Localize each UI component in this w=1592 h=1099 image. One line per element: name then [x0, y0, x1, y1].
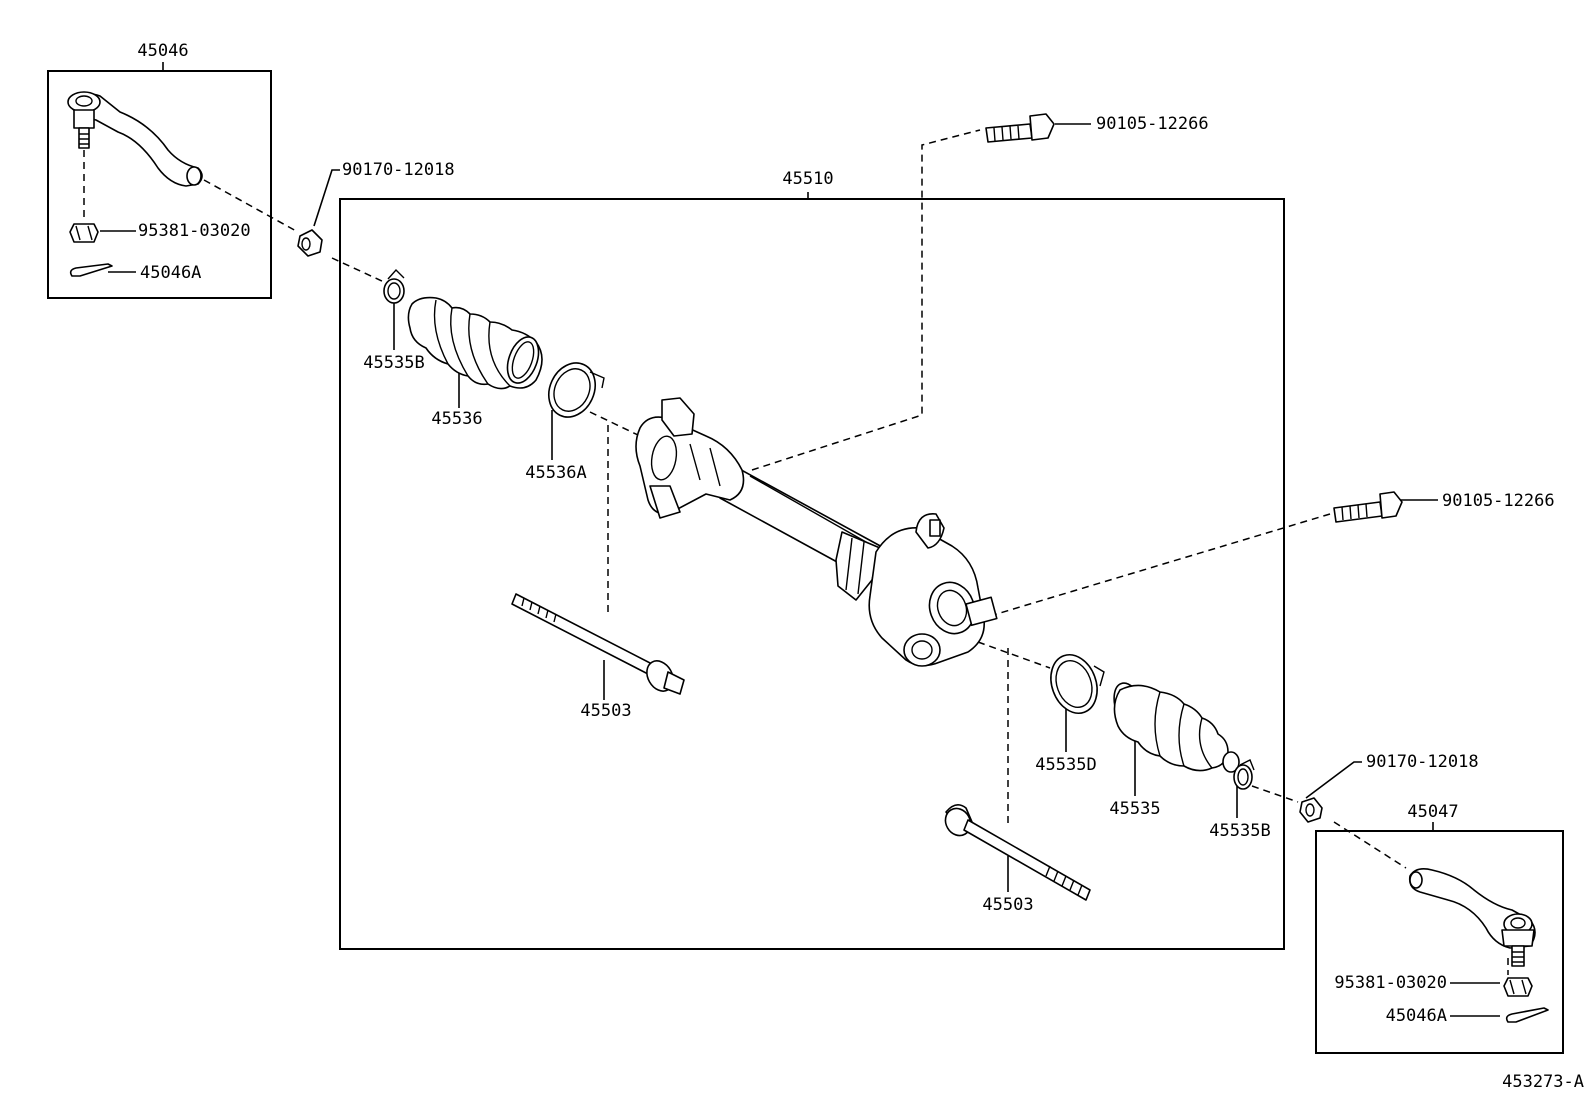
label-rack-end-left: 45503: [580, 701, 631, 721]
assembly-lines: [83, 129, 1509, 975]
leader-lines: [100, 62, 1500, 1017]
label-nut-right: 95381-03020: [1334, 973, 1447, 993]
clip-right: [1233, 759, 1255, 790]
label-lock-nut-left: 90170-12018: [342, 160, 455, 180]
label-tie-rod-end-right: 45047: [1407, 802, 1458, 822]
label-bolt-top: 90105-12266: [1096, 114, 1209, 134]
label-cotter-pin-left: 45046A: [140, 263, 201, 283]
lock-nut-left: [297, 229, 323, 257]
label-cotter-pin-right: 45046A: [1386, 1006, 1447, 1026]
figure-id: 453273-A: [1502, 1072, 1584, 1092]
rack-end-right: [944, 804, 1091, 901]
label-lock-nut-right: 90170-12018: [1366, 752, 1479, 772]
box-tie-rod-end-right: [1315, 830, 1564, 1054]
label-boot-right: 45535: [1109, 799, 1160, 819]
rack-housing: [635, 397, 998, 667]
boot-right: [1113, 682, 1240, 773]
cotter-pin-left: [69, 263, 113, 277]
box-rack-assembly: [339, 198, 1285, 950]
bolt-right: [1333, 491, 1403, 523]
nut-right: [1503, 977, 1533, 997]
tie-rod-end-left: [67, 91, 203, 187]
boot-left: [407, 296, 543, 390]
label-rack-end-right: 45503: [982, 895, 1033, 915]
box-tie-rod-end-left: [47, 70, 272, 299]
rack-end-left: [511, 593, 685, 695]
clip-left: [383, 268, 405, 304]
tie-rod-end-right: [1408, 868, 1536, 967]
bolt-top: [985, 113, 1055, 143]
cotter-pin-right: [1505, 1007, 1549, 1023]
label-band-right: 45535D: [1035, 755, 1096, 775]
label-rack-assembly: 45510: [782, 169, 833, 189]
label-nut-left: 95381-03020: [138, 221, 251, 241]
label-clip-right: 45535B: [1209, 821, 1270, 841]
label-band-left: 45536A: [525, 463, 586, 483]
lock-nut-right: [1299, 797, 1323, 823]
band-left: [548, 362, 605, 418]
band-right: [1050, 654, 1105, 714]
label-clip-left: 45535B: [363, 353, 424, 373]
label-bolt-right: 90105-12266: [1442, 491, 1555, 511]
label-boot-left: 45536: [431, 409, 482, 429]
label-tie-rod-end-left: 45046: [137, 41, 188, 61]
part-labels: 45046 45510 90105-12266 90170-12018 9538…: [137, 41, 1584, 1092]
nut-left: [69, 223, 99, 243]
